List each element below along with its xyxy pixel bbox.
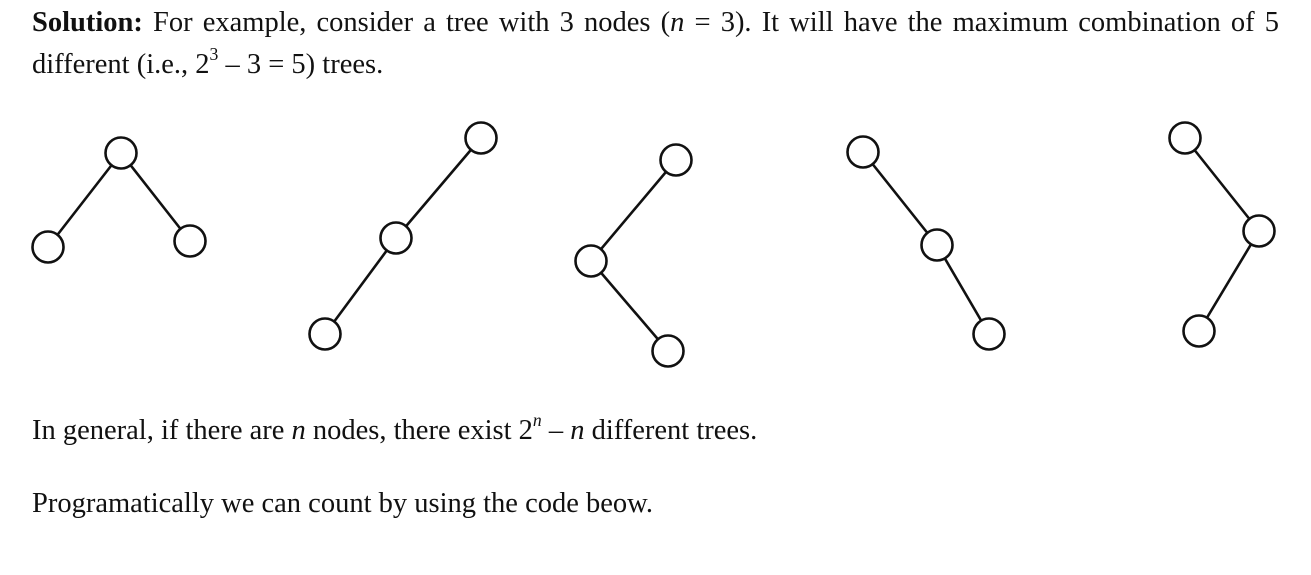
code-intro-paragraph: Programatically we can count by using th… [32,488,654,519]
exponent-n: n [533,410,542,430]
tree-node [173,224,207,258]
tree-4 [846,135,1006,351]
tree-node [846,135,880,169]
tree-3 [574,143,693,368]
general-formula-paragraph: In general, if there are n nodes, there … [32,410,1279,452]
tree-edge [119,151,192,243]
general-text-4: different trees. [584,415,758,446]
general-text-1: In general, if there are [32,415,292,446]
solution-text-1: For example, consider a tree with 3 node… [142,7,671,38]
variable-n: n [670,7,685,38]
tree-node [379,221,413,255]
tree-2 [308,121,498,351]
general-text-3: – [541,415,571,446]
solution-label: Solution: [32,7,143,38]
tree-node [31,230,65,264]
general-text-2: nodes, there exist 2 [305,415,533,446]
tree-edge [46,151,123,249]
tree-node [464,121,498,155]
tree-edge [1183,136,1261,233]
solution-text-3: – 3 = 5) trees. [218,49,384,80]
tree-edge [323,236,398,336]
tree-node [972,317,1006,351]
tree-edge [861,150,939,247]
variable-n: n [291,415,306,446]
tree-node [1242,214,1276,248]
tree-node [104,136,138,170]
tree-node [1168,121,1202,155]
tree-edge [394,136,483,240]
tree-edge [1197,229,1261,333]
tree-5 [1168,121,1276,348]
tree-1 [31,136,207,264]
variable-n: n [532,409,542,430]
tree-edge [589,158,678,263]
tree-edge [935,243,991,336]
exponent: 3 [209,43,219,64]
tree-node [308,317,342,351]
tree-node [920,228,954,262]
variable-n: n [570,415,585,446]
tree-node [574,244,608,278]
tree-node [651,334,685,368]
solution-text-2: = 3). It will have the maximum combinati… [32,7,1279,80]
solution-paragraph: Solution: For example, consider a tree w… [32,2,1279,86]
tree-edge [589,259,670,353]
tree-node [1182,314,1216,348]
tree-node [659,143,693,177]
